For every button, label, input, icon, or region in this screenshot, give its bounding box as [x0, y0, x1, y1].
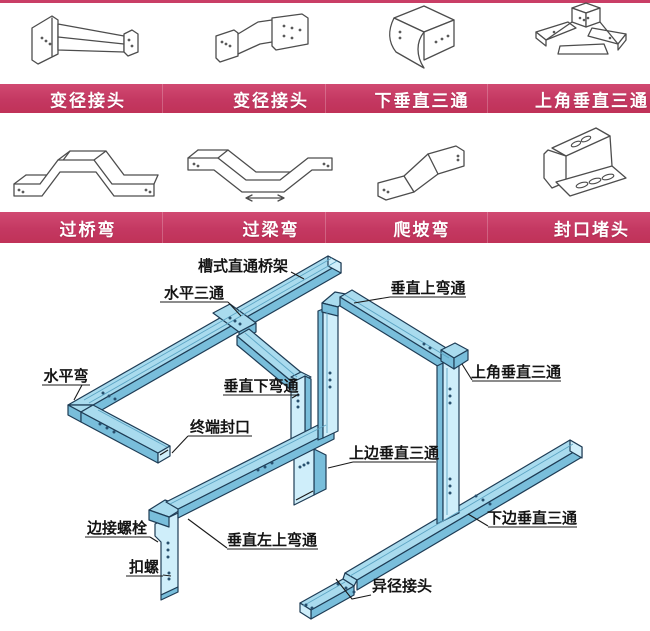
terminal-beam — [80, 404, 171, 464]
bridge-crossover-bend-drawing — [13, 150, 159, 197]
catalog-label: 封口堵头 — [554, 220, 630, 240]
vertical-drop-beam — [436, 354, 460, 525]
label-top-corner-vertical-tee: 上角垂直三通 — [471, 363, 561, 381]
catalog-label: 变径接头 — [50, 91, 126, 111]
bar-divider — [325, 212, 326, 243]
bottom-tray-beam — [299, 439, 583, 620]
label-terminal-end-cap: 终端封口 — [190, 418, 250, 436]
catalog-label: 过桥弯 — [59, 220, 117, 240]
catalog-label: 上角垂直三通 — [535, 91, 649, 111]
bar-divider — [487, 84, 488, 113]
slope-climbing-bend-drawing — [377, 145, 465, 201]
top-corner-vertical-tee-drawing — [535, 2, 627, 55]
reducing-joint-a-drawing — [31, 15, 139, 65]
reducing-joint-b-drawing — [215, 13, 309, 63]
support-column — [154, 512, 179, 601]
label-top-side-vertical-tee: 上边垂直三通 — [349, 444, 439, 462]
top-pink-strip — [0, 0, 650, 3]
bar-divider — [487, 212, 488, 243]
tray-channel-lines — [83, 257, 574, 607]
part-labels: 槽式直通桥架 水平三通 垂直上弯通 水平弯 垂直下弯通 上角垂直三通 终端封口 … — [43, 257, 577, 595]
end-sealing-cap-drawing — [543, 127, 627, 197]
bolt-holes — [98, 316, 492, 610]
catalog-label: 爬坡弯 — [393, 220, 451, 240]
label-vertical-up-bend: 垂直上弯通 — [390, 279, 465, 297]
label-bottom-side-vertical-tee: 下边垂直三通 — [487, 509, 577, 527]
catalog-label: 变径接头 — [233, 91, 309, 111]
label-snap-bolt: 扣螺 — [129, 558, 159, 576]
label-reducing-coupler: 异径接头 — [372, 577, 432, 595]
catalog-label: 下垂直三通 — [374, 91, 470, 111]
label-horizontal-tee: 水平三通 — [164, 284, 224, 302]
label-vertical-down-bend: 垂直下弯通 — [223, 377, 298, 395]
tray-system-isometric-diagram: 槽式直通桥架 水平三通 垂直上弯通 水平弯 垂直下弯通 上角垂直三通 终端封口 … — [42, 255, 583, 620]
catalog-label-bar-row1: 变径接头 变径接头 下垂直三通 上角垂直三通 — [0, 84, 650, 113]
catalog-label: 过梁弯 — [242, 220, 300, 240]
terminal-end-cap — [157, 445, 171, 464]
label-trunking-straight: 槽式直通桥架 — [198, 257, 288, 275]
down-vertical-tee-drawing — [389, 5, 455, 69]
label-horizontal-bend: 水平弯 — [43, 367, 88, 385]
horizontal-bend-corner — [67, 404, 94, 423]
beam-crossover-bend-drawing — [187, 149, 333, 202]
bar-divider — [162, 84, 163, 113]
label-vertical-left-up-bend: 垂直左上弯通 — [227, 531, 317, 549]
label-edge-connect-bolt: 边接螺栓 — [86, 519, 147, 537]
vertical-up-bend-riser — [317, 301, 339, 441]
bar-divider — [325, 84, 326, 113]
bar-divider — [162, 212, 163, 243]
catalog-label-bar-row2: 过桥弯 过梁弯 爬坡弯 封口堵头 — [0, 212, 650, 243]
label-leaders — [42, 271, 577, 600]
